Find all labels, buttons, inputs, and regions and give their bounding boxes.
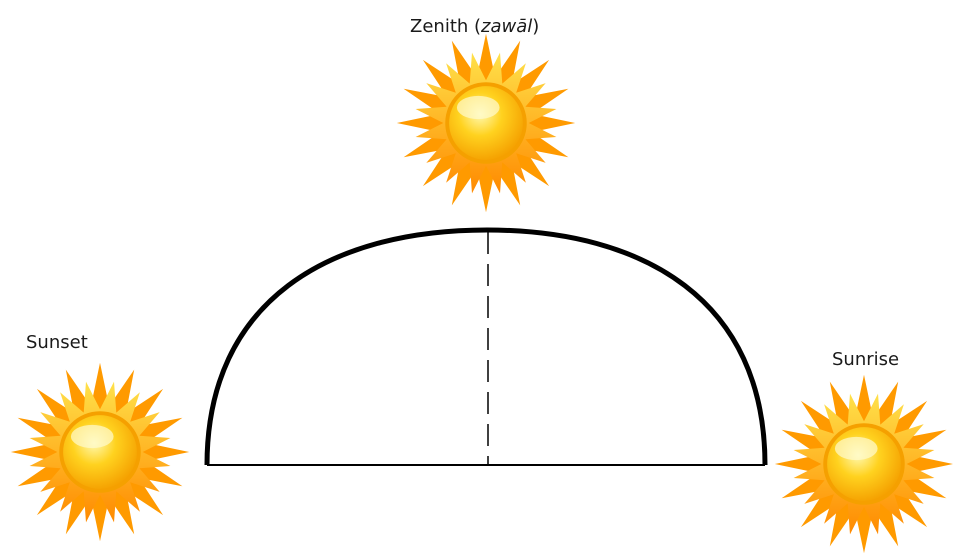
- sun-icon: [11, 363, 189, 541]
- sun-shine: [835, 437, 878, 460]
- sun-path-arc: [207, 230, 765, 465]
- sun-icon: [397, 34, 575, 212]
- sun-icon: [775, 375, 953, 553]
- sun-shine: [457, 96, 500, 119]
- sun-shine: [71, 425, 114, 448]
